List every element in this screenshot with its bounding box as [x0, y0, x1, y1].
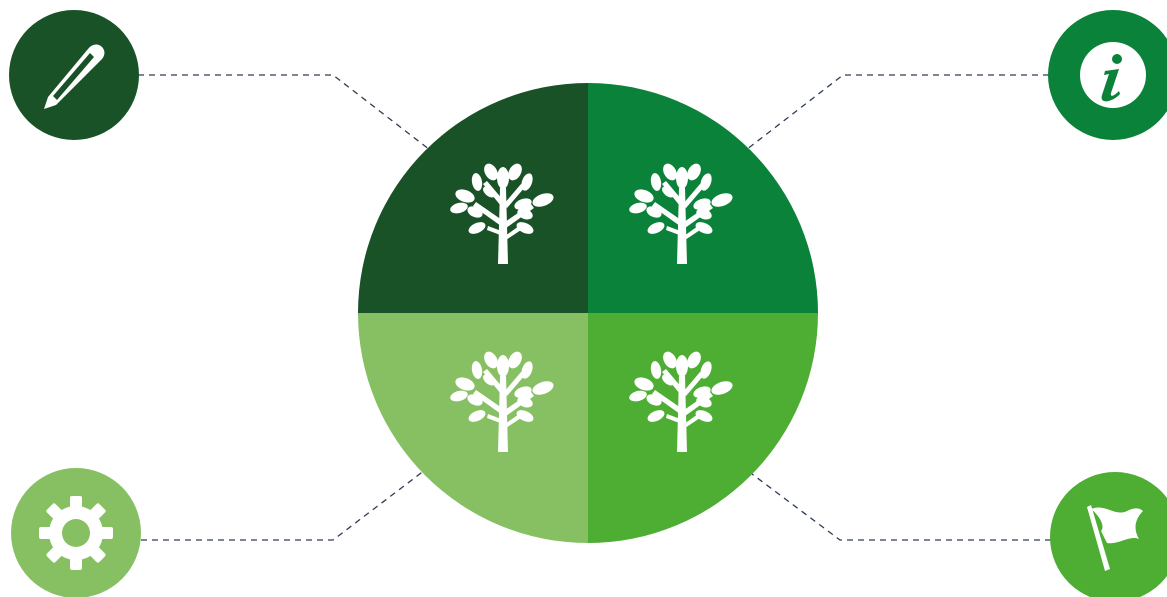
connector-lines — [138, 74, 1051, 541]
pencil-node[interactable] — [9, 10, 139, 140]
quadrant-top-right — [588, 83, 818, 313]
pencil-connector — [138, 74, 431, 151]
flag-connector — [751, 473, 1051, 541]
quadrant-top-right-shape — [588, 83, 818, 313]
outer-nodes — [9, 10, 1167, 597]
info-icon — [1080, 42, 1146, 108]
quadrant-bottom-right — [588, 313, 818, 543]
pencil-icon — [44, 44, 105, 109]
gear-icon — [39, 496, 113, 570]
flag-icon — [1087, 505, 1143, 571]
gear-connector — [141, 469, 426, 541]
info-node[interactable] — [1048, 10, 1167, 140]
flag-node[interactable] — [1050, 472, 1167, 597]
center-circle — [358, 83, 818, 543]
gear-node[interactable] — [11, 468, 141, 597]
quadrant-bottom-left-shape — [358, 313, 588, 543]
info-connector — [745, 74, 1049, 151]
quadrant-bottom-right-shape — [588, 313, 818, 543]
quadrant-top-left — [358, 83, 588, 313]
quadrant-bottom-left — [358, 313, 588, 543]
